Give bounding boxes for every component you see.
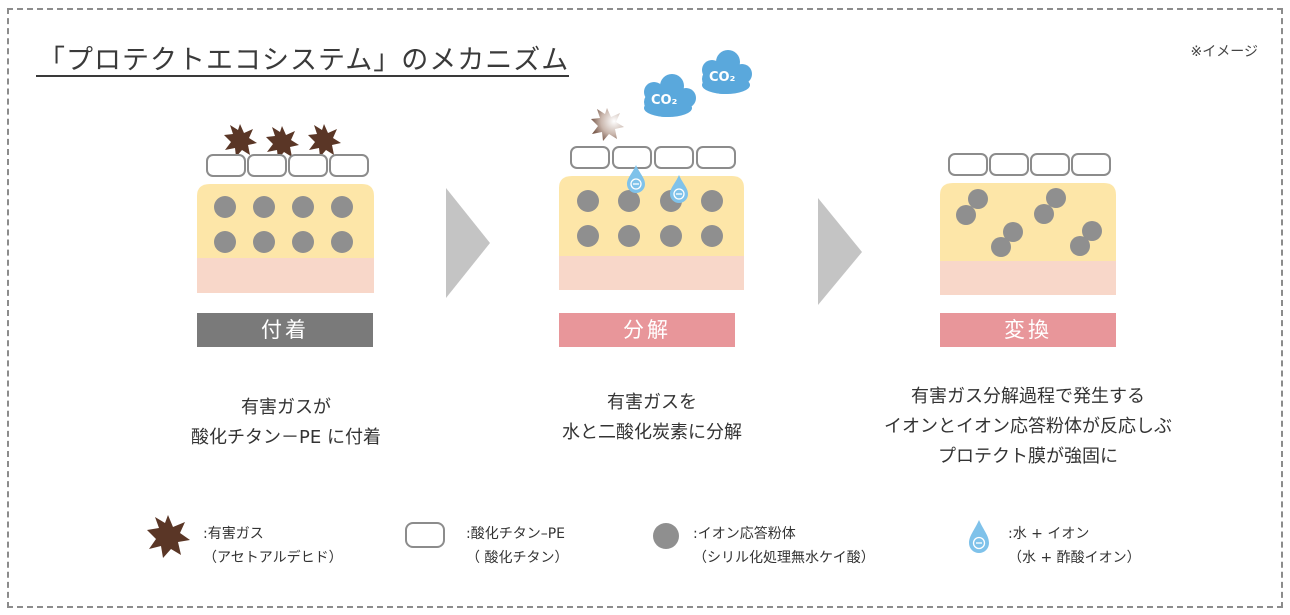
step-label-decomposition: 分解 [559,313,735,347]
dashed-frame [7,8,1283,608]
decomposing-gas-icon [591,108,624,141]
co2-label: CO₂ [709,70,736,85]
step-description-conversion: 有害ガス分解過程で発生する イオンとイオン応答粉体が反応しぶ プロテクト膜が強固… [884,386,1172,467]
legend-gas-text: :有害ガス （アセトアルデヒド） [203,526,343,566]
arrow-right-icon [446,188,490,298]
legend-droplet-icon [969,520,989,553]
image-note: ※イメージ [1190,44,1258,60]
legend-titanium-icon [405,522,445,548]
step-description-adhesion: 有害ガスが 酸化チタン－PE に付着 [191,397,381,448]
substrate-layer [940,261,1116,295]
step-label-conversion: 変換 [940,313,1116,347]
page-title: 「プロテクトエコシステム」のメカニズム [38,45,570,76]
bonded-particles [956,188,1102,257]
titanium-oxide-layer [206,154,369,177]
water-ion-droplet-icon [670,175,688,203]
titanium-oxide-layer [570,146,736,169]
coating-layer [197,184,374,258]
water-ion-droplet-icon [627,165,645,193]
substrate-layer [559,256,744,290]
legend-particle-icon [653,523,679,549]
co2-cloud-icon [644,74,696,117]
titanium-oxide-layer [948,153,1111,176]
legend-gas-icon [147,515,190,558]
co2-label: CO₂ [651,93,678,108]
step-label-adhesion: 付着 [197,313,373,347]
gas-molecule-icon [224,124,257,157]
title-underline [36,75,569,77]
legend-particle-text: :イオン応答粉体 （シリル化処理無水ケイ酸） [693,526,875,566]
gas-molecule-icon [308,124,341,157]
coating-layer [559,176,744,256]
arrow-right-icon [818,198,862,305]
step-description-decomposition: 有害ガスを 水と二酸化炭素に分解 [562,392,742,443]
co2-cloud-icon [702,50,752,94]
ion-responsive-particles [577,190,723,247]
legend-droplet-text: :水 + イオン （水 + 酢酸イオン） [1008,526,1141,566]
substrate-layer [197,258,374,293]
legend-titanium-text: :酸化チタン–PE （ 酸化チタン） [466,526,569,566]
gas-molecule-icon [266,126,299,159]
ion-responsive-particles [214,196,353,253]
